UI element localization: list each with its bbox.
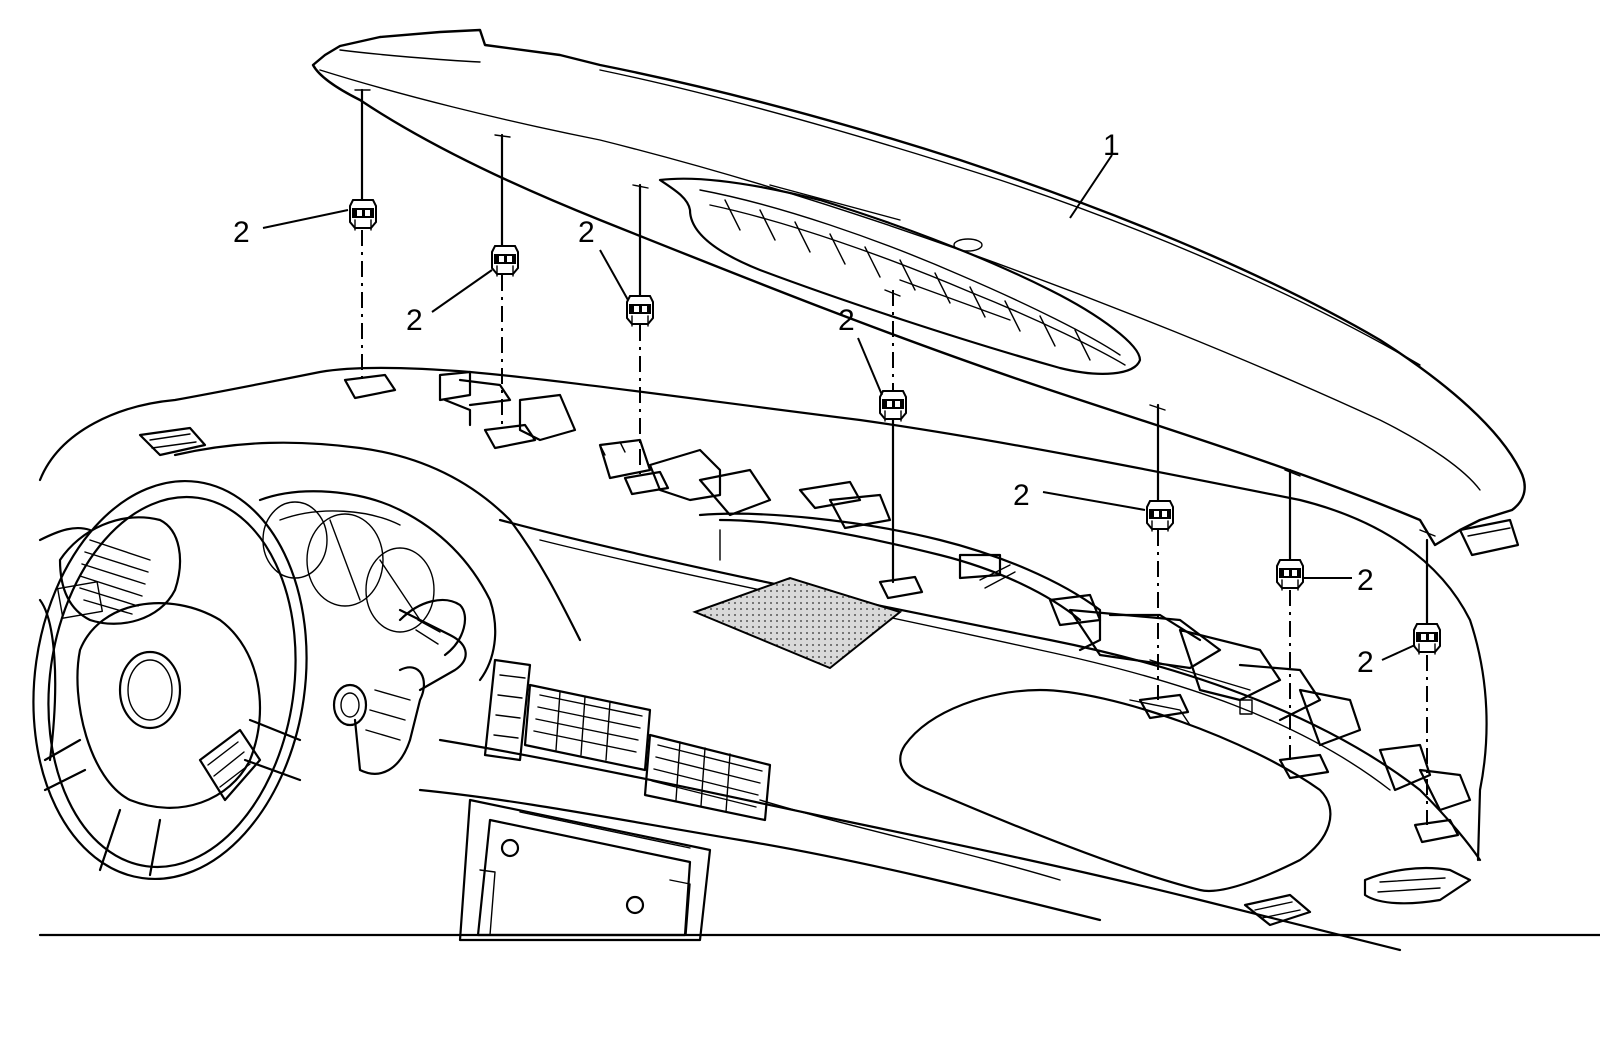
leader-lines (262, 154, 1416, 661)
upper-trim-panel (311, 28, 1526, 557)
steering-wheel (32, 479, 308, 881)
callout-2-clip: 2 (233, 216, 250, 249)
callout-2-clip: 2 (838, 304, 855, 337)
callout-2-clip: 2 (1013, 479, 1030, 512)
callout-2-clip: 2 (578, 216, 595, 249)
clip-2 (491, 245, 519, 277)
clip-1 (349, 199, 377, 231)
center-speaker-grille (692, 576, 903, 670)
radio-unit (458, 798, 712, 942)
callout-2-clip: 2 (1357, 564, 1374, 597)
clip-3 (626, 295, 654, 327)
callout-labels: 1 2 2 2 2 2 2 2 (233, 129, 1374, 679)
clip-5 (1146, 500, 1174, 532)
callout-2-clip: 2 (406, 304, 423, 337)
clip-7 (1413, 623, 1441, 655)
passenger-airbag-door (899, 688, 1332, 892)
clip-6 (1276, 559, 1304, 591)
center-air-vents (483, 658, 772, 822)
callout-2-clip: 2 (1357, 646, 1374, 679)
callout-1-trim-panel: 1 (1103, 129, 1120, 162)
instrument-panel (32, 366, 1600, 952)
clip-4 (879, 390, 907, 422)
alignment-lines (360, 88, 1429, 825)
